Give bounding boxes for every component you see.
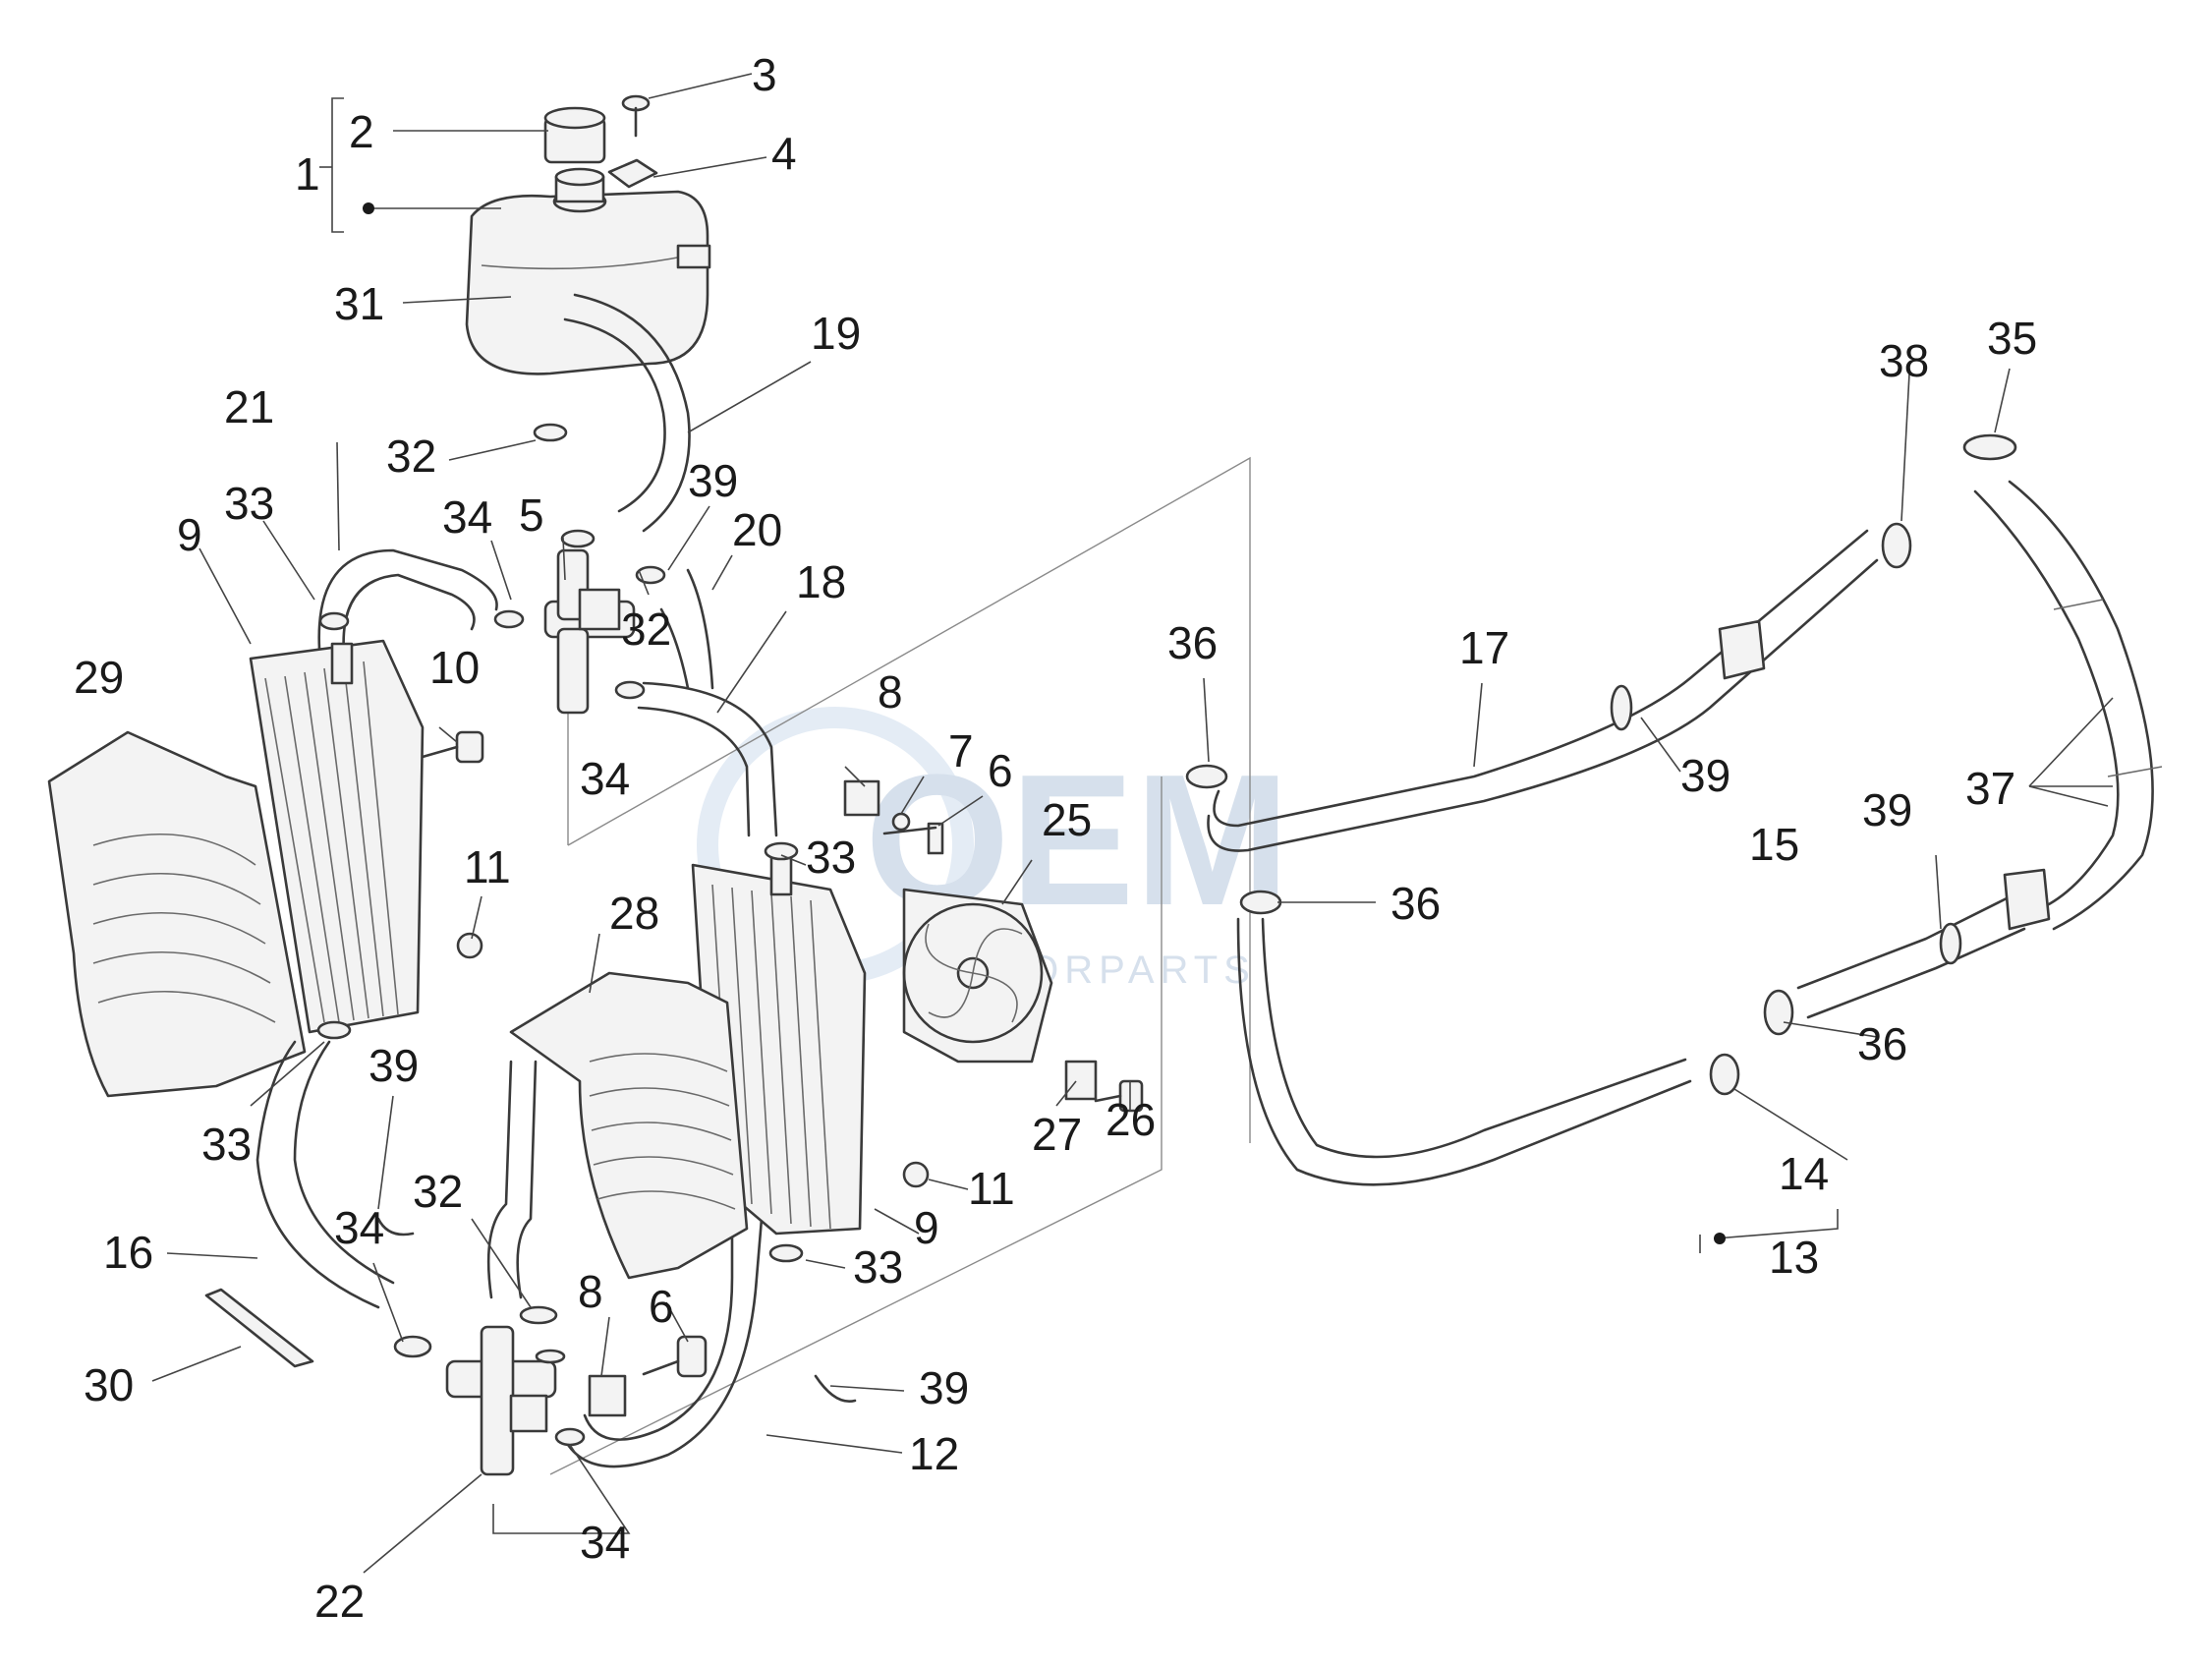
callout-3: 3	[752, 49, 777, 100]
callout-35: 35	[1987, 313, 2037, 364]
callout-1: 1	[295, 148, 320, 200]
callout-33-b: 33	[806, 832, 856, 883]
callout-13: 13	[1769, 1232, 1819, 1283]
hose-21	[317, 548, 498, 656]
callout-20: 20	[732, 504, 782, 555]
callout-9-right: 9	[914, 1202, 939, 1253]
callout-8-lower: 8	[578, 1266, 603, 1317]
callout-4: 4	[771, 128, 797, 179]
callout-39-b: 39	[1680, 750, 1730, 801]
callout-26: 26	[1106, 1094, 1156, 1145]
cooling-fan	[902, 888, 1053, 1064]
tank-cap	[543, 106, 606, 164]
callout-22: 22	[314, 1576, 365, 1627]
hose-12	[563, 1217, 764, 1468]
callout-labels: 1 2 3 4 5 6 6 7 8 8 9 9 10 11 11 12 13 1…	[74, 49, 2037, 1627]
hose-short	[486, 1060, 538, 1299]
callout-21: 21	[224, 381, 274, 432]
callout-34-d: 34	[580, 1517, 630, 1568]
callout-6-upper: 6	[988, 745, 1013, 796]
callout-28: 28	[609, 888, 659, 939]
callout-2: 2	[349, 106, 374, 157]
callout-36-c: 36	[1857, 1018, 1907, 1069]
shroud-left	[47, 730, 307, 1098]
hose-20	[659, 568, 714, 690]
pipe-13	[1236, 917, 1692, 1186]
pipe-37	[1973, 480, 2163, 931]
callout-34-a: 34	[442, 491, 492, 543]
callout-36-b: 36	[1390, 878, 1441, 929]
callout-32-a: 32	[386, 431, 436, 482]
hose-18	[637, 681, 778, 837]
callout-11-right: 11	[968, 1163, 1015, 1214]
callout-39-e: 39	[919, 1362, 969, 1413]
callout-7: 7	[948, 725, 974, 776]
callout-31: 31	[334, 278, 384, 329]
callout-5: 5	[519, 489, 544, 541]
callout-30: 30	[84, 1359, 134, 1410]
callout-10: 10	[429, 642, 480, 693]
pipe-17	[1207, 529, 1879, 852]
hardware	[316, 423, 1144, 1447]
callout-33-a: 33	[224, 478, 274, 529]
nut-11-left	[456, 932, 483, 959]
callout-39-d: 39	[1862, 784, 1912, 835]
callout-15: 15	[1749, 819, 1799, 870]
callout-14: 14	[1779, 1148, 1829, 1199]
pipe-15	[1796, 868, 2051, 1019]
bracket-8-lower	[588, 1374, 627, 1417]
callout-8-upper: 8	[878, 666, 903, 718]
callout-33-c: 33	[201, 1119, 252, 1170]
leader-lines	[151, 73, 2114, 1574]
callout-32-c: 32	[413, 1166, 463, 1217]
callout-32-b: 32	[621, 604, 671, 655]
callout-34-c: 34	[334, 1202, 384, 1253]
bolt-26	[1094, 1079, 1144, 1113]
callout-39-c: 39	[369, 1040, 419, 1091]
t-connector-lower	[445, 1325, 557, 1476]
shroud-right	[509, 971, 749, 1280]
callout-18: 18	[796, 556, 846, 607]
callout-33-d: 33	[853, 1241, 903, 1293]
hose-19	[563, 293, 691, 533]
bolt-10	[421, 730, 484, 764]
callout-27: 27	[1032, 1109, 1082, 1160]
callout-37: 37	[1965, 763, 2015, 814]
callout-36-a: 36	[1167, 617, 1218, 668]
bolt-6-lower	[642, 1335, 708, 1378]
callout-6-lower: 6	[649, 1281, 674, 1332]
expansion-tank	[465, 167, 711, 375]
callout-17: 17	[1459, 622, 1509, 673]
callout-25: 25	[1042, 794, 1092, 845]
screw	[621, 94, 651, 138]
callout-29: 29	[74, 652, 124, 703]
callout-9-left: 9	[177, 509, 202, 560]
callout-16: 16	[103, 1227, 153, 1278]
nut-11-right	[902, 1161, 930, 1188]
hose-16	[255, 1040, 395, 1309]
callout-11-left: 11	[464, 841, 511, 892]
callout-34-b: 34	[580, 753, 630, 804]
callout-19: 19	[811, 308, 861, 359]
callout-39-a: 39	[688, 455, 738, 506]
clip-nut	[607, 158, 658, 189]
clamp-30	[204, 1288, 314, 1368]
radiator-left	[249, 639, 425, 1034]
callout-12: 12	[909, 1428, 959, 1479]
t-connector-upper	[543, 548, 636, 715]
callout-38: 38	[1879, 335, 1929, 386]
bolt-6-upper	[882, 822, 944, 855]
bracket-27	[1064, 1060, 1098, 1101]
